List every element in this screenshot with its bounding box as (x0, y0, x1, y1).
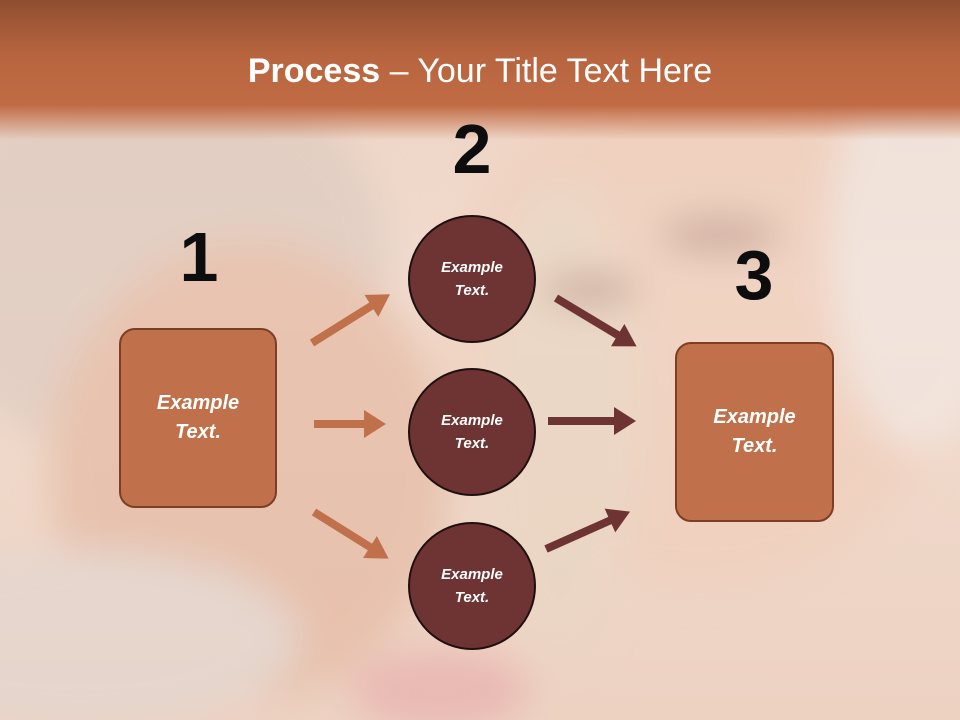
arrow-2-to-3-top (553, 294, 637, 347)
step-3-box: Example Text. (675, 342, 834, 522)
title-rest: – Your Title Text Here (380, 52, 713, 90)
step-number-1: 1 (179, 218, 219, 296)
step-number-2: 2 (452, 110, 492, 188)
step-2-circle-middle: Example Text. (408, 368, 536, 496)
arrow-1-to-2-bottom (311, 508, 389, 559)
arrow-1-to-2-top (309, 294, 391, 347)
arrow-1-to-2-middle (314, 410, 386, 438)
step-2-circle-top: Example Text. (408, 215, 536, 343)
arrow-2-to-3-bottom (544, 508, 631, 553)
step-number-3: 3 (734, 236, 774, 314)
title-bar (0, 0, 960, 140)
slide-title: Process – Your Title Text Here (0, 52, 960, 91)
step-1-box: Example Text. (119, 328, 277, 508)
title-bold: Process (247, 52, 381, 90)
arrow-2-to-3-middle (548, 407, 636, 435)
step-2-circle-bottom: Example Text. (408, 522, 536, 650)
